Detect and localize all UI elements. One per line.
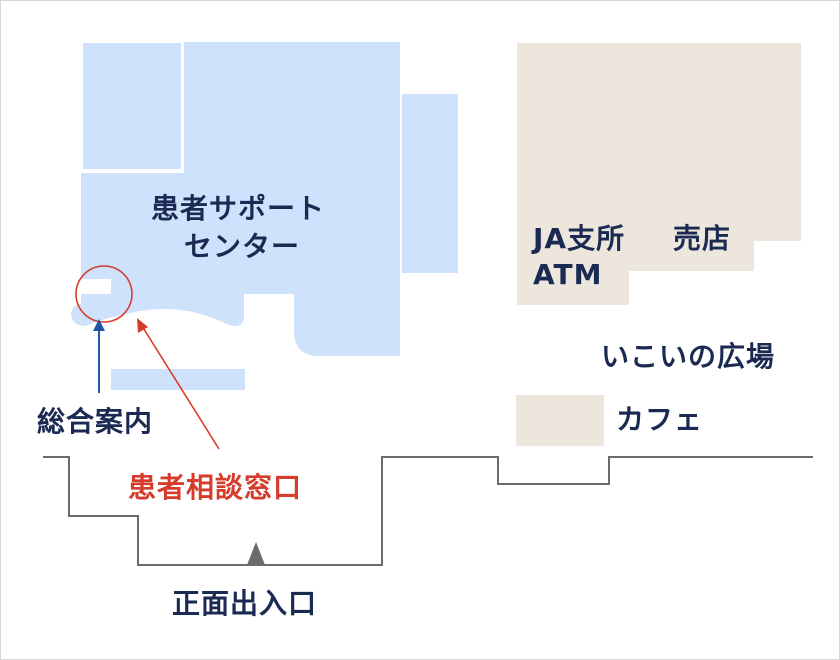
main-entrance-label: 正面出入口 <box>172 587 318 620</box>
patient-support-center-area <box>71 42 458 390</box>
shop-area <box>516 43 801 446</box>
room-bottom-strip <box>111 369 245 390</box>
arrow-up-icon <box>93 319 105 331</box>
shop-label: 売店 <box>673 222 732 255</box>
arrow-icon <box>137 318 148 333</box>
cafe-block <box>516 395 604 446</box>
plaza-label: いこいの広場 <box>601 340 776 373</box>
support-center-main <box>71 42 400 356</box>
ja-shop-atm-block <box>517 43 801 305</box>
consultation-pointer <box>137 318 220 450</box>
consultation-highlight-circle <box>75 265 133 323</box>
entrance-marker-icon <box>247 542 265 565</box>
support-center-label-line2: センター <box>184 230 301 263</box>
consultation-label: 患者相談窓口 <box>128 471 303 504</box>
ja-branch-label: JA支所 <box>533 222 626 255</box>
information-pointer <box>93 319 105 393</box>
atm-label: ATM <box>533 258 603 291</box>
building-wall <box>43 456 813 566</box>
room-right <box>402 94 458 273</box>
information-desk <box>78 279 111 294</box>
support-center-label-line1: 患者サポート <box>151 192 326 225</box>
information-label: 総合案内 <box>37 405 154 438</box>
room-top-left <box>83 43 181 169</box>
cafe-label: カフェ <box>616 403 704 436</box>
